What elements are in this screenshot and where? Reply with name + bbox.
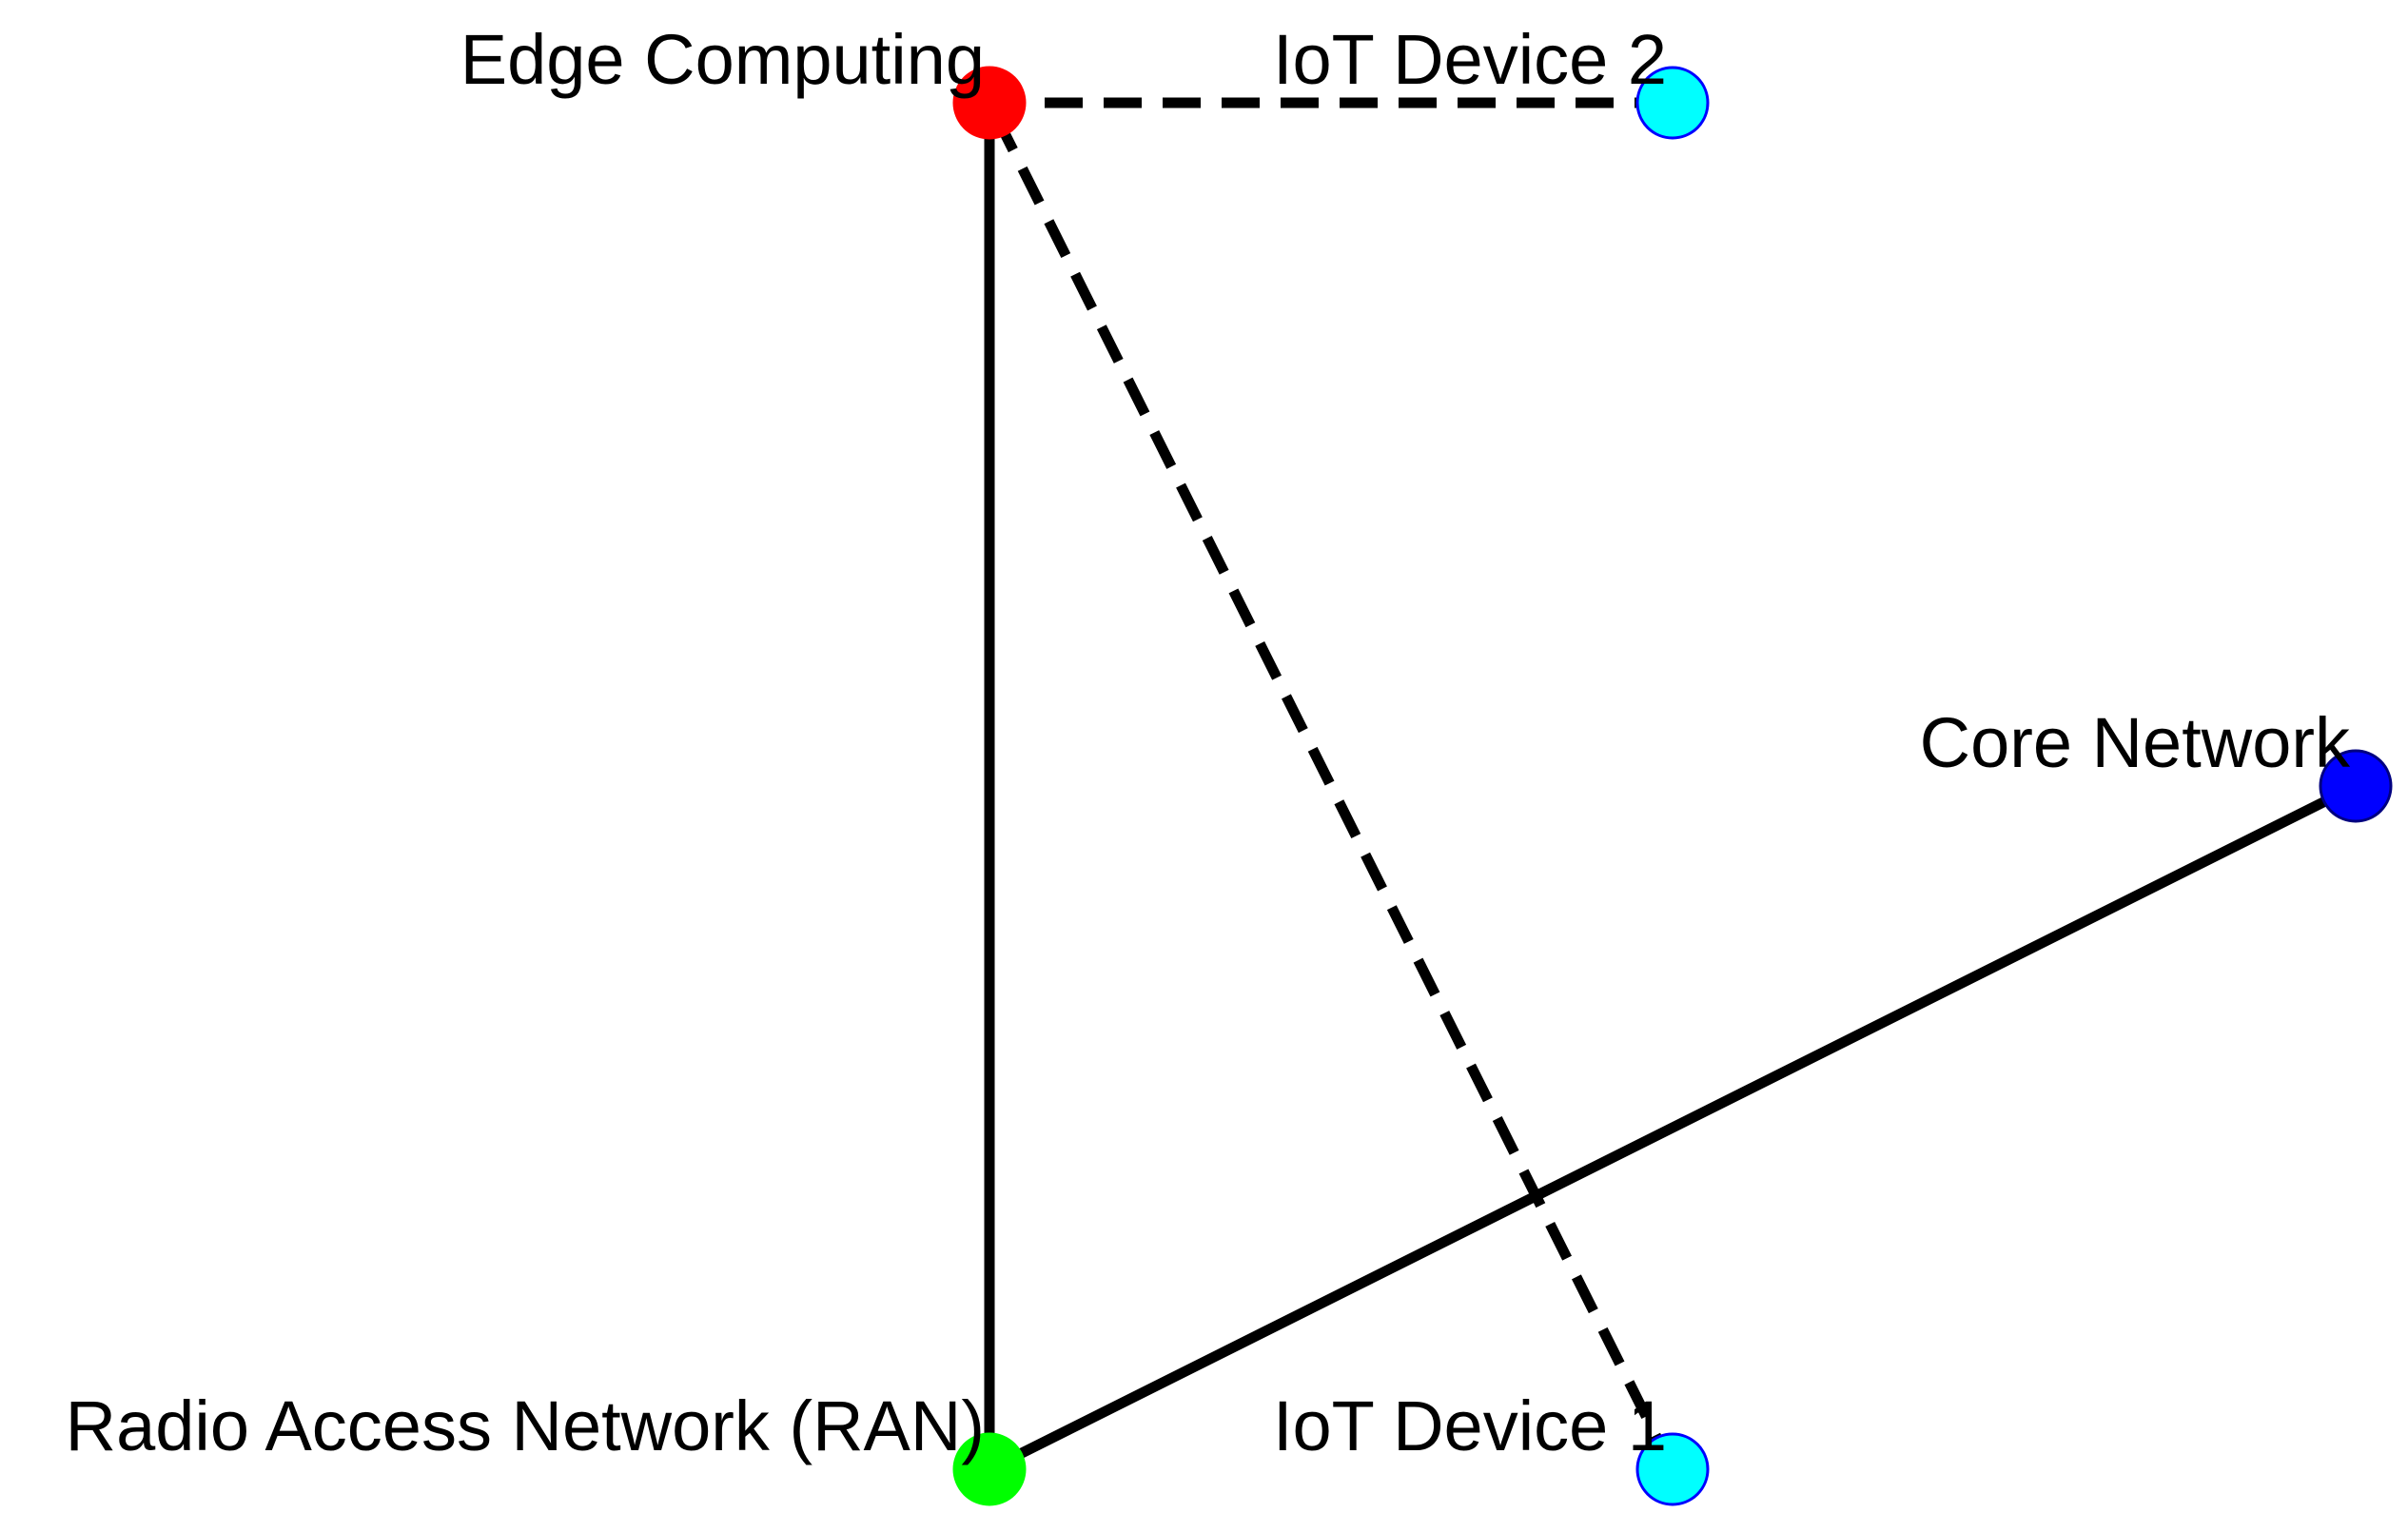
edge-iot1-to-edge <box>985 100 1677 1472</box>
labels-layer: Edge Computing IoT Device 2 Core NetworkRa… <box>66 20 2351 1465</box>
node-label-edge: Edge Computing <box>460 20 985 99</box>
node-label-iot2: IoT Device 2 <box>1273 20 1667 99</box>
node-label-ran: Radio Access Network (RAN) <box>66 1386 985 1465</box>
node-core <box>2319 749 2393 823</box>
node-ran <box>952 1432 1027 1506</box>
nodes-layer <box>952 66 2393 1506</box>
node-iot2 <box>1635 66 1710 140</box>
edge-ran-to-core <box>987 781 2359 1474</box>
node-label-core: Core Network <box>1920 703 2351 782</box>
node-edge <box>952 66 1027 140</box>
node-label-iot1: IoT Device 1 <box>1273 1386 1667 1465</box>
edges-layer <box>984 97 2359 1474</box>
node-iot1 <box>1635 1432 1710 1506</box>
